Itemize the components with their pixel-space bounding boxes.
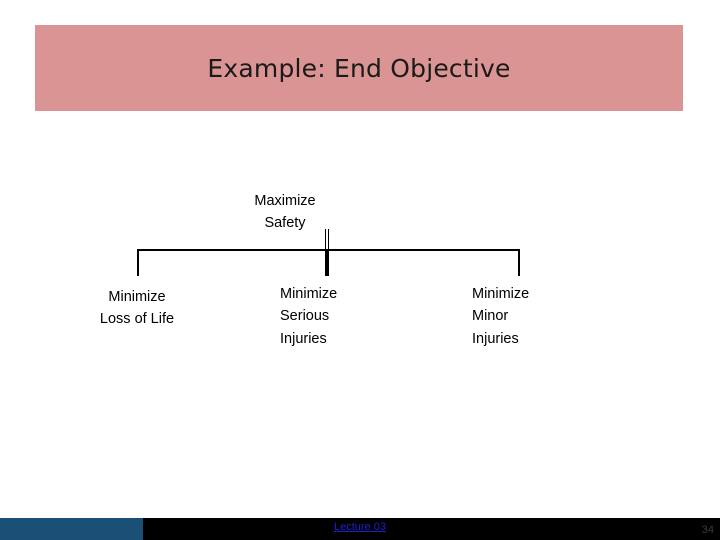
page-title: Example: End Objective: [207, 53, 511, 83]
footer-accent-bar: [0, 518, 143, 540]
tree-node-maximize-safety: Maximize Safety: [254, 193, 316, 232]
footer-bar: Lecture 03 34: [0, 518, 720, 540]
connector-drop-serious-injuries: [325, 250, 329, 276]
connector-drop-minor-injuries: [518, 250, 520, 276]
tree-node-minimize-minor-injuries: Minimize Minor Injuries: [472, 286, 530, 347]
title-banner: Example: End Objective: [35, 25, 683, 111]
connector-root-stem-line-1: [325, 229, 326, 251]
footer-lecture-link[interactable]: Lecture 03: [334, 521, 386, 533]
connector-root-stem-line-2: [328, 229, 329, 251]
footer-page-number: 34: [701, 524, 714, 536]
objective-tree-diagram: Maximize Safety Minimize Loss of Life Mi…: [99, 193, 530, 347]
tree-node-minimize-serious-injuries: Minimize Serious Injuries: [280, 286, 338, 347]
connector-drop-loss-of-life: [137, 250, 139, 276]
tree-node-minimize-loss-of-life: Minimize Loss of Life: [99, 289, 175, 328]
